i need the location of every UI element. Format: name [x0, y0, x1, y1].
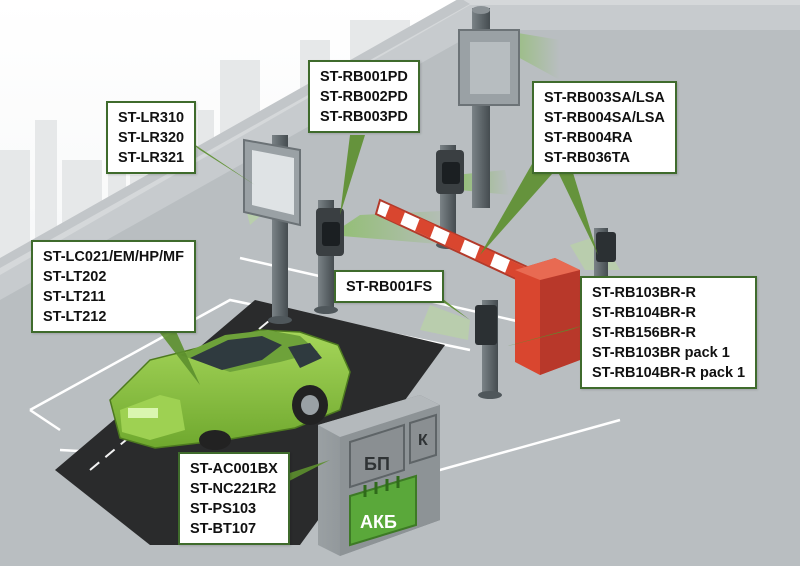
label-line: ST-LT202 — [43, 269, 107, 285]
label-line: ST-RB036TA — [544, 150, 630, 166]
label-line: ST-RB103BR pack 1 — [592, 345, 730, 361]
label-line: ST-RB103BR-R — [592, 285, 696, 301]
label-line: ST-RB104BR-R — [592, 305, 696, 321]
label-line: ST-RB004RA — [544, 130, 633, 146]
power-supply-label: БП — [364, 454, 390, 474]
car — [109, 329, 351, 450]
label-ac-controller: ST-AC001BX ST-NC221R2 ST-PS103 ST-BT107 — [178, 452, 290, 545]
label-line: ST-LR321 — [118, 150, 185, 166]
label-line: ST-RB002PD — [320, 89, 408, 105]
label-line: ST-LT212 — [43, 309, 107, 325]
label-line: ST-RB001PD — [320, 69, 408, 85]
label-line: ST-PS103 — [190, 501, 257, 517]
battery-label: АКБ — [360, 512, 397, 532]
label-lc-loop: ST-LC021/EM/HP/MF ST-LT202 ST-LT211 ST-L… — [31, 240, 196, 333]
label-line: ST-LR310 — [118, 110, 185, 126]
label-line: ST-RB104BR-R pack 1 — [592, 365, 746, 381]
label-pd-reader: ST-RB001PD ST-RB002PD ST-RB003PD — [308, 60, 420, 133]
label-line: ST-LT211 — [43, 289, 106, 305]
label-line: ST-RB001FS — [346, 279, 433, 295]
label-line: ST-BT107 — [190, 521, 257, 537]
reader-pillar-right — [594, 228, 616, 288]
label-line: ST-NC221R2 — [190, 481, 277, 497]
barrier-box — [515, 258, 580, 375]
label-line: ST-RB004SA/LSA — [544, 110, 665, 126]
control-cabinet: БП К АКБ — [318, 395, 440, 556]
reader-pillar-front — [475, 300, 502, 399]
label-br-barrier: ST-RB103BR-R ST-RB104BR-R ST-RB156BR-R S… — [580, 276, 758, 389]
label-sa-reader: ST-RB003SA/LSA ST-RB004SA/LSA ST-RB004RA… — [532, 81, 677, 174]
label-fs-sensor: ST-RB001FS — [334, 270, 445, 303]
controller-label: К — [418, 432, 428, 449]
display-sign-pillar — [243, 135, 301, 324]
label-line: ST-RB003SA/LSA — [544, 90, 665, 106]
label-line: ST-RB156BR-R — [592, 325, 696, 341]
label-line: ST-LC021/EM/HP/MF — [43, 249, 184, 265]
label-line: ST-AC001BX — [190, 461, 278, 477]
label-lr-sign: ST-LR310 ST-LR320 ST-LR321 — [106, 101, 197, 174]
reader-pillar-left — [314, 200, 344, 314]
rear-pillar — [458, 6, 520, 208]
label-line: ST-RB003PD — [320, 109, 408, 125]
label-line: ST-LR320 — [118, 130, 185, 146]
